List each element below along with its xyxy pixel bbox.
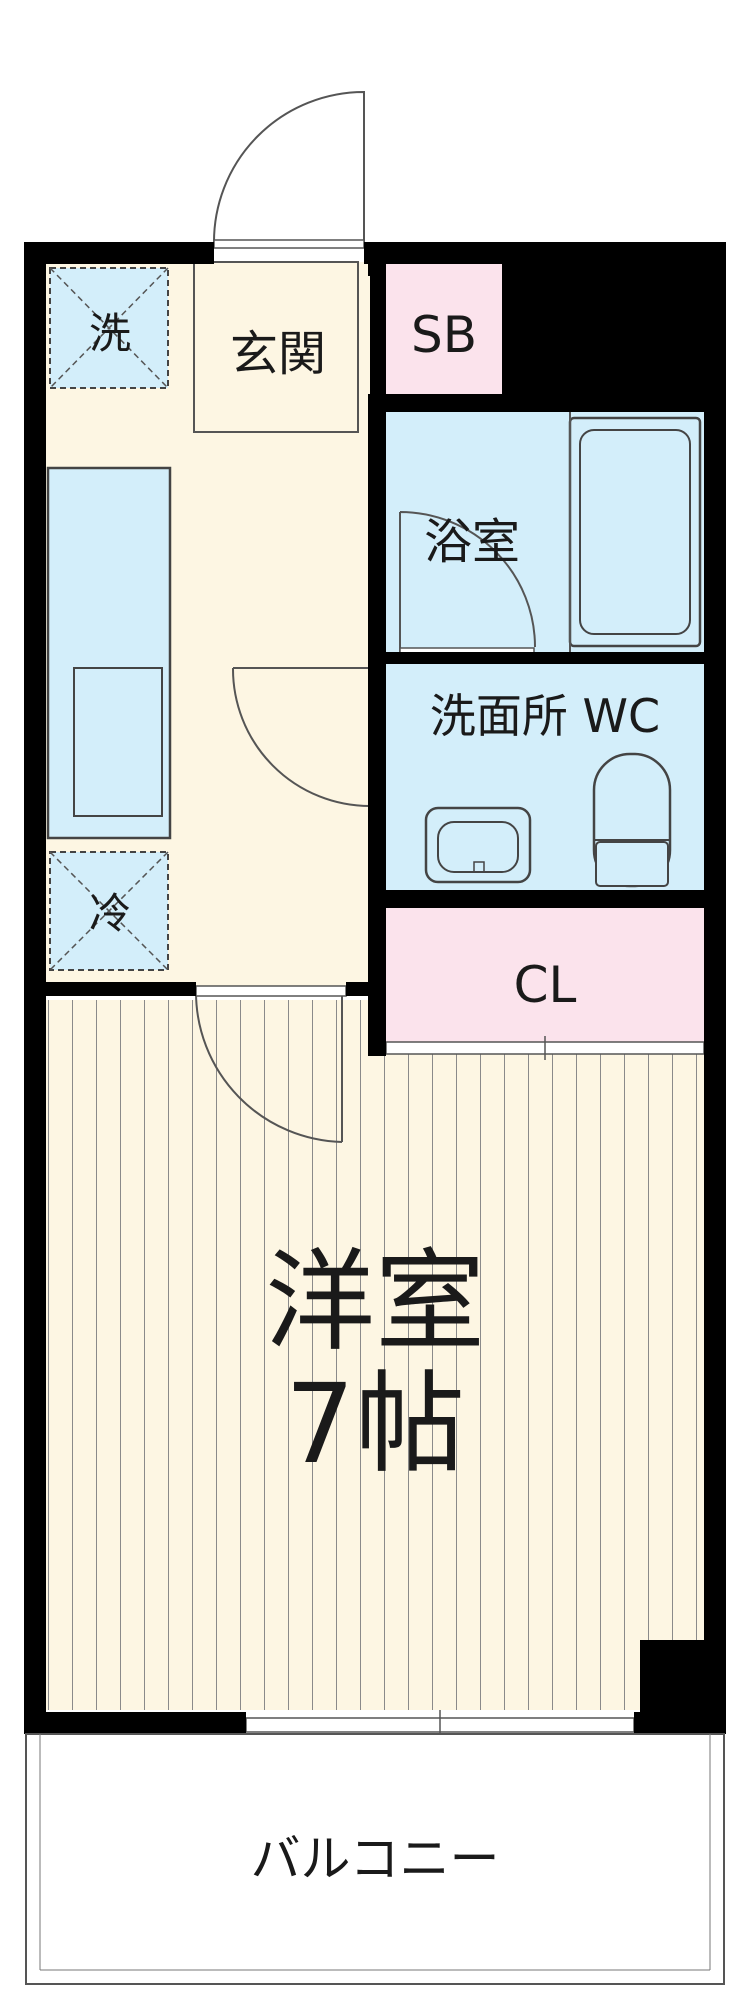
- fridge-label: 冷: [89, 889, 131, 938]
- western-room-floor: [44, 1000, 704, 1710]
- entrance-label: 玄関: [230, 326, 326, 382]
- washer-label: 洗: [89, 309, 131, 358]
- closet-floor: [386, 908, 704, 1042]
- kitchen-sink: [73, 667, 163, 817]
- western-room-size: 7帖: [285, 1360, 465, 1488]
- walls: [24, 242, 726, 1734]
- bathroom-label: 浴室: [424, 514, 520, 570]
- bathroom-door: [399, 511, 536, 652]
- shoe-box-label: SB: [411, 306, 477, 364]
- western-room-name: 洋室: [265, 1238, 485, 1366]
- balcony: [25, 1733, 725, 1985]
- western-room-door: [195, 990, 343, 1143]
- closet-label: CL: [514, 956, 577, 1014]
- washroom-door: [231, 667, 371, 807]
- shoe-box-floor: [386, 262, 502, 394]
- washroom-wc-label: 洗面所 WC: [430, 689, 660, 743]
- entrance-floor: [193, 261, 359, 433]
- wash-basin: [424, 806, 532, 884]
- bathtub-basin: [579, 429, 691, 635]
- balcony-label: バルコニー: [251, 1830, 500, 1888]
- entrance-door: [212, 90, 365, 245]
